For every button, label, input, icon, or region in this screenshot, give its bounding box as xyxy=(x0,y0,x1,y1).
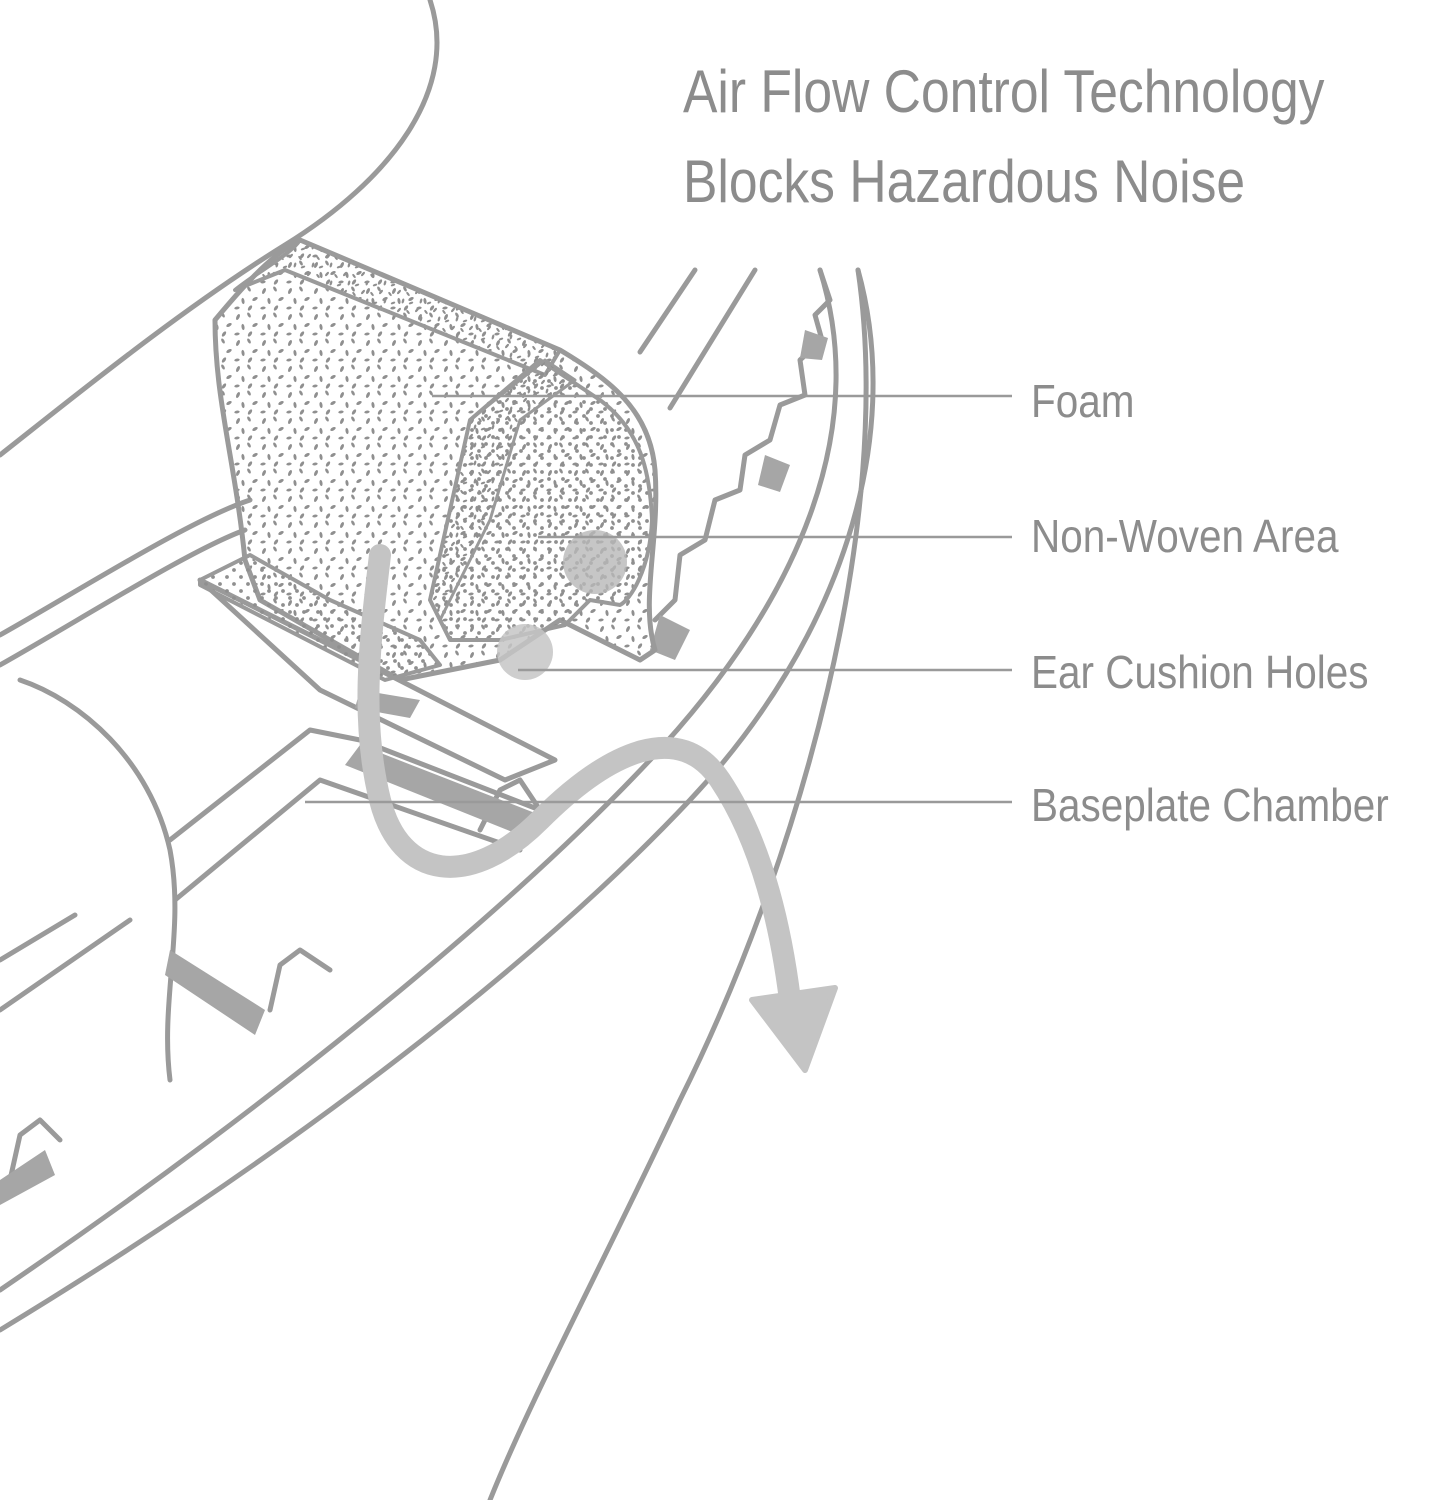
shell-rim-inner xyxy=(0,267,839,1293)
tray-dark-bar xyxy=(345,745,540,835)
shell-rim-mid xyxy=(0,267,876,1333)
heading-line-1: Air Flow Control Technology xyxy=(683,58,1325,125)
hatch-line xyxy=(667,267,758,411)
foam-cut-face xyxy=(428,358,577,622)
tray-dark-bar xyxy=(0,1150,55,1205)
hatch-line xyxy=(637,267,698,355)
airflow-arrow-head xyxy=(749,985,838,1073)
rim-notches xyxy=(652,267,833,623)
baseplate-top-edge xyxy=(0,497,253,638)
rim-dark-segment xyxy=(800,330,828,360)
tray-wall xyxy=(167,727,543,843)
label-foam: Foam xyxy=(1031,375,1135,427)
rim-notches-lower xyxy=(7,777,543,1183)
hatch-line xyxy=(0,917,133,1013)
label-ear-cushion-holes: Ear Cushion Holes xyxy=(1031,646,1369,698)
non-woven-hole-marker xyxy=(563,530,627,594)
airflow-arrow-path xyxy=(357,544,801,1011)
cushion-hole-marker xyxy=(497,624,553,680)
heading-line-2: Blocks Hazardous Noise xyxy=(683,148,1246,215)
foam-top-band xyxy=(233,238,562,377)
baseplate-top-edge-2 xyxy=(0,527,248,668)
label-non-woven-area: Non-Woven Area xyxy=(1031,510,1339,562)
rim-dark-segment xyxy=(758,455,790,492)
rim-dark-segment xyxy=(650,615,690,660)
headband-outline xyxy=(0,0,440,458)
label-baseplate-chamber: Baseplate Chamber xyxy=(1031,779,1389,831)
tray-dark-bar xyxy=(165,950,265,1035)
tray-wall-lower xyxy=(172,777,523,903)
hatch-line xyxy=(0,912,78,963)
cup-left-edge xyxy=(17,677,178,1083)
